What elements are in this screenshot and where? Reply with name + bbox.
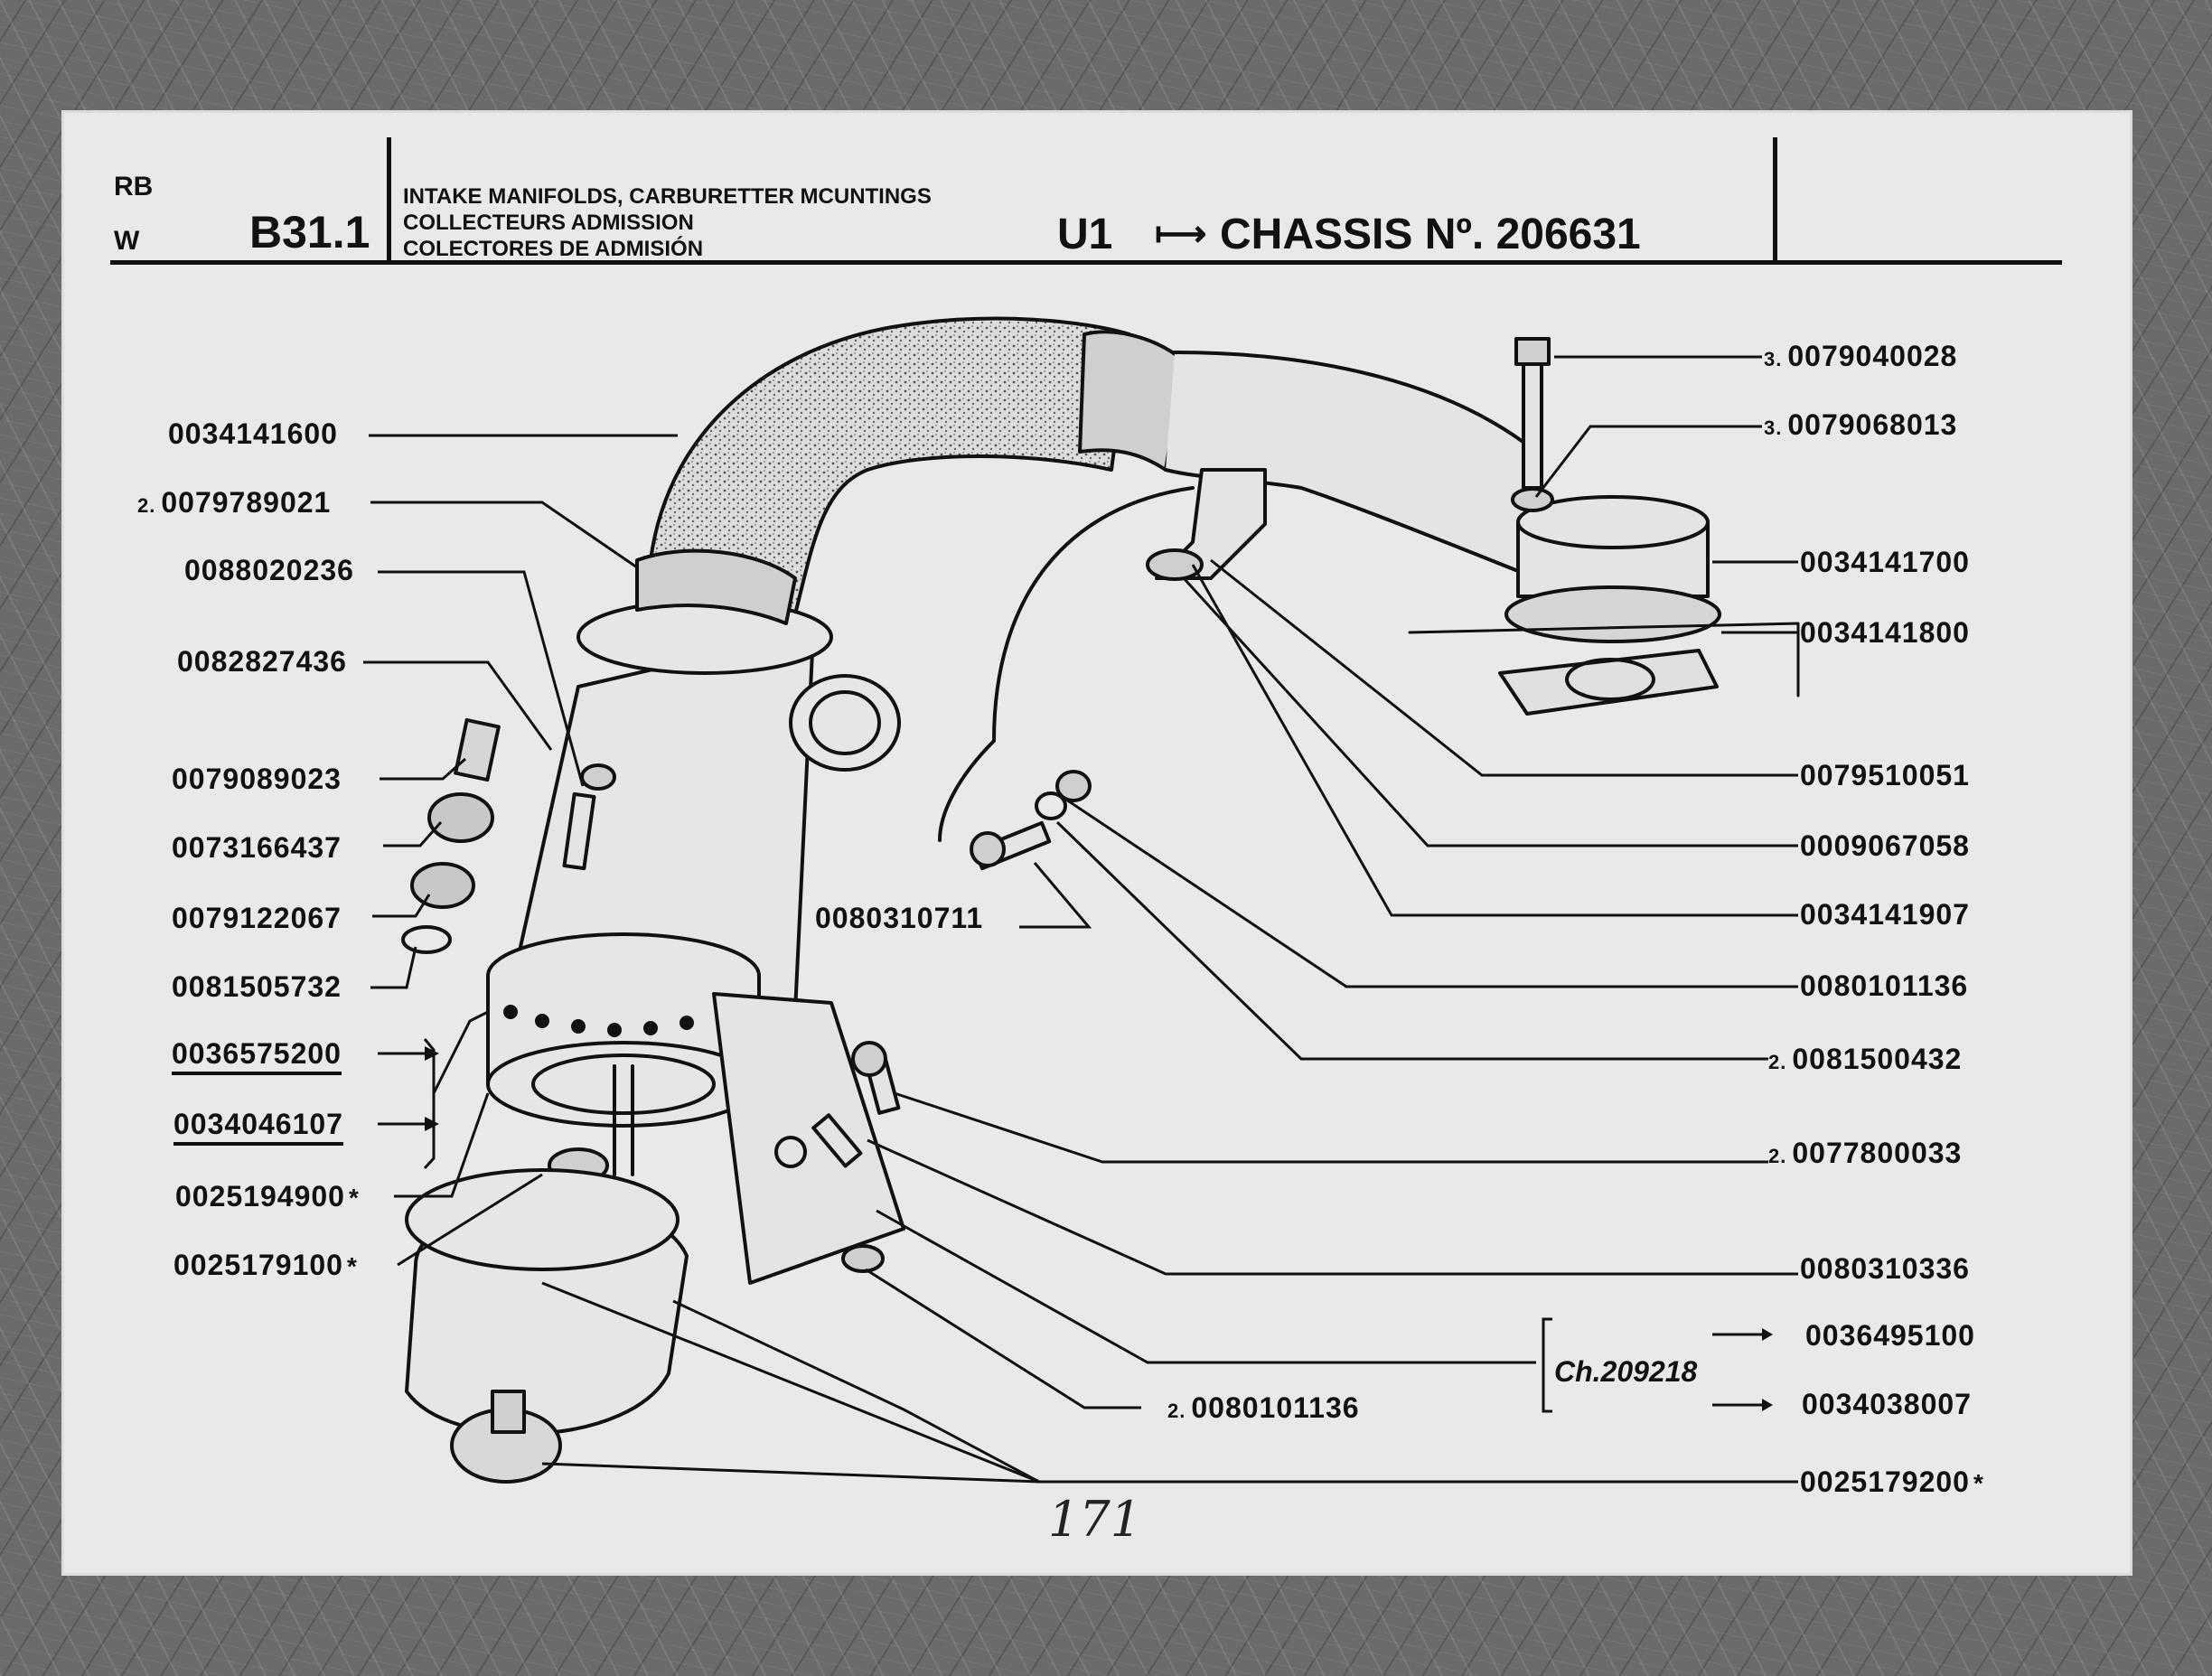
spacer-sleeve bbox=[454, 717, 501, 782]
code-top: RB bbox=[114, 172, 154, 201]
rubber-grommet bbox=[427, 792, 494, 843]
pipe-bend bbox=[938, 486, 1195, 842]
bolt-shank bbox=[1522, 360, 1543, 490]
part-label: 2.0079789021 bbox=[137, 486, 332, 519]
part-label: 3.0079040028 bbox=[1764, 340, 1958, 372]
part-label: 0034141907 bbox=[1800, 898, 1970, 931]
arrow-from-icon: ⟼ bbox=[1155, 214, 1207, 254]
part-label: 0009067058 bbox=[1800, 829, 1970, 862]
carb-side-port bbox=[789, 674, 901, 772]
header-divider-left bbox=[387, 137, 391, 264]
part-label: 2.0081500432 bbox=[1768, 1043, 1963, 1075]
part-label: 0025194900* bbox=[175, 1180, 360, 1213]
part-label: 0079510051 bbox=[1800, 759, 1970, 791]
code-bottom: W bbox=[114, 226, 140, 256]
model-code: U1 bbox=[1057, 211, 1113, 258]
part-label: 0034038007 bbox=[1802, 1388, 1972, 1420]
part-label: 0079089023 bbox=[172, 763, 342, 795]
part-label: 0034141700 bbox=[1800, 546, 1970, 578]
header-divider-right bbox=[1773, 137, 1777, 264]
bolt-head bbox=[1514, 337, 1551, 366]
title-french: COLLECTEURS ADMISSION bbox=[403, 211, 694, 235]
chassis-note: Ch.209218 bbox=[1554, 1355, 1698, 1388]
rubber-bush bbox=[410, 862, 475, 909]
flange-gasket bbox=[1504, 585, 1721, 643]
part-label: 0080310711 bbox=[815, 902, 984, 934]
part-label: 0025179200* bbox=[1800, 1465, 1984, 1498]
title-spanish: COLECTORES DE ADMISIÓN bbox=[403, 237, 704, 261]
part-label: 0036495100 bbox=[1805, 1319, 1975, 1352]
flat-washer bbox=[401, 925, 452, 954]
part-label: 0088020236 bbox=[184, 554, 354, 586]
part-label: 0025179100* bbox=[173, 1249, 358, 1281]
part-label: 0079122067 bbox=[172, 902, 342, 934]
title-english: INTAKE MANIFOLDS, CARBURETTER MCUNTINGS bbox=[403, 184, 932, 209]
part-label: 0082827436 bbox=[177, 645, 347, 678]
mounting-bracket bbox=[712, 992, 905, 1285]
part-label: 0034141600 bbox=[168, 417, 338, 450]
stud-bolt bbox=[562, 791, 596, 871]
part-label: 0081505732 bbox=[172, 970, 342, 1003]
part-label: 0080101136 bbox=[1800, 969, 1969, 1002]
part-label: 0036575200 bbox=[172, 1037, 342, 1075]
part-label: 0080310336 bbox=[1800, 1252, 1970, 1285]
hose-clamp-lower bbox=[635, 548, 797, 625]
carb-flange bbox=[576, 599, 833, 675]
threaded-stud bbox=[613, 1064, 634, 1176]
washer bbox=[1511, 487, 1554, 512]
part-label: 3.0079068013 bbox=[1764, 408, 1958, 441]
part-label: 2.0080101136 bbox=[1167, 1391, 1360, 1424]
page-number: 171 bbox=[1048, 1491, 1142, 1548]
group-number: B31.1 bbox=[249, 207, 370, 257]
part-label: 0073166437 bbox=[172, 831, 342, 864]
part-label: 0034141800 bbox=[1800, 616, 1970, 649]
part-label: 2.0077800033 bbox=[1768, 1137, 1963, 1169]
flange-top bbox=[1516, 495, 1710, 549]
chassis-number: CHASSIS Nº. 206631 bbox=[1220, 211, 1641, 258]
part-label: 0034046107 bbox=[173, 1108, 343, 1146]
mounting-plate bbox=[1498, 649, 1719, 716]
header-rule bbox=[110, 260, 2062, 265]
